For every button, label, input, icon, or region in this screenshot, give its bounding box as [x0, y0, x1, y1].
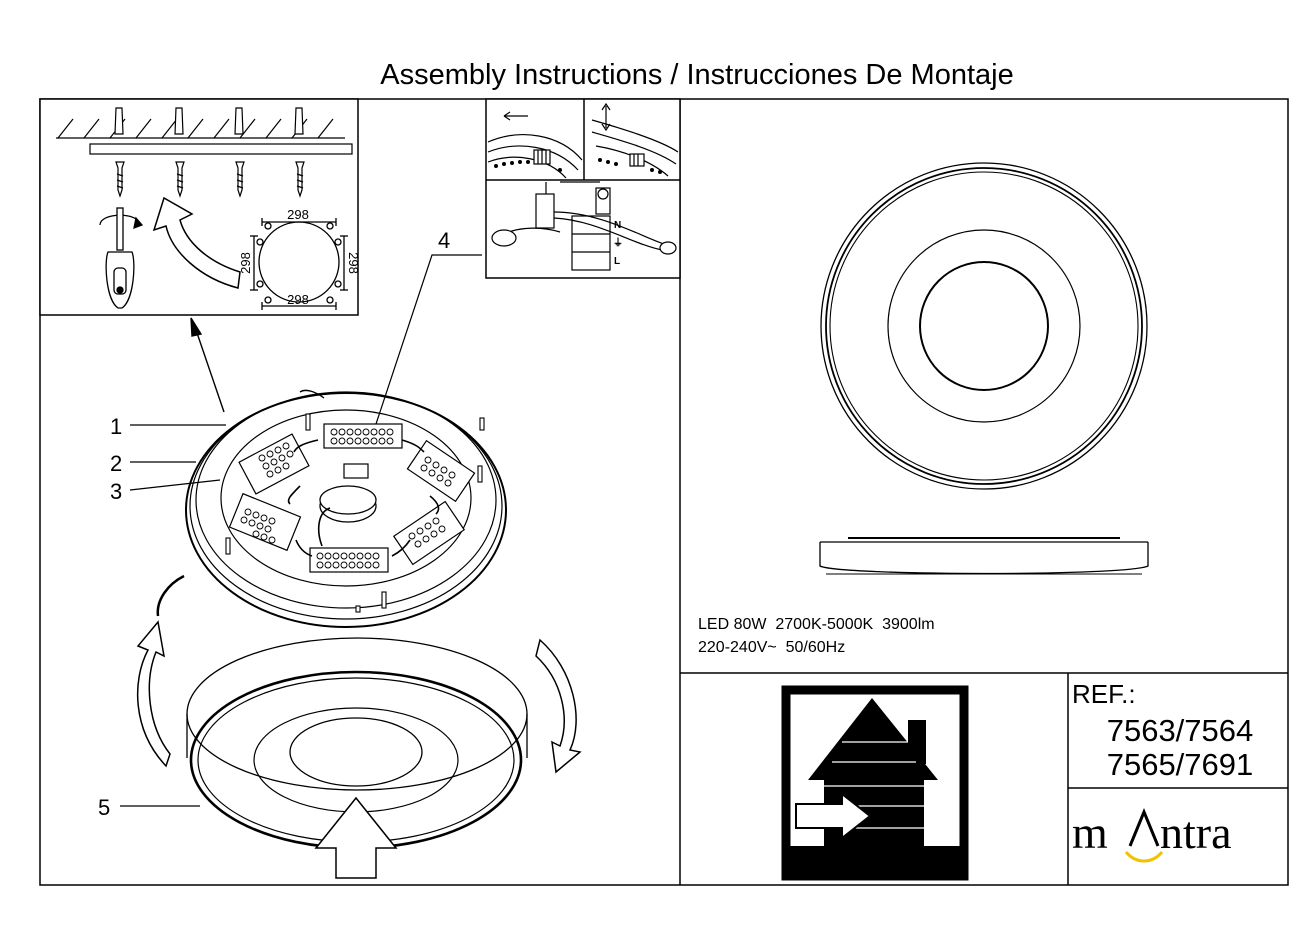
callout-2: 2 — [110, 451, 122, 476]
hole-pattern-diagram — [250, 218, 348, 310]
callout-4: 4 — [438, 228, 450, 253]
callout-1: 1 — [110, 414, 122, 439]
dimension-right: 298 — [346, 252, 361, 274]
curved-arrow-icon — [152, 196, 241, 289]
ref-label: REF.: — [1072, 679, 1136, 709]
dimension-left: 298 — [238, 252, 253, 274]
svg-text:ntra: ntra — [1160, 807, 1232, 858]
terminal-l: L — [614, 256, 620, 267]
diffuser-part — [186, 637, 528, 879]
enter-arrow-icon — [795, 791, 872, 841]
spec-line-voltage: 220-240V~ 50/60Hz — [698, 639, 845, 656]
indoor-use-icon — [781, 685, 969, 881]
wall-plugs — [114, 107, 304, 135]
fixture-top-view — [820, 162, 1148, 490]
dimension-top: 298 — [287, 207, 309, 222]
terminal-e: ⏚ — [613, 237, 623, 249]
spec-line-power: LED 80W 2700K-5000K 3900lm — [698, 616, 935, 633]
mounting-plate — [89, 143, 353, 155]
callout-leaders — [120, 254, 482, 807]
screws — [115, 161, 305, 198]
ref-codes-line1: 7563/7564 — [1107, 713, 1254, 748]
brand-logo: m ntra — [1072, 807, 1232, 863]
inset-pointer-arrow — [190, 317, 225, 413]
ref-codes-line2: 7565/7691 — [1107, 747, 1254, 782]
wiring-inset: N ⏚ L — [485, 98, 681, 279]
rotation-arrow-icons — [136, 620, 582, 774]
callout-5: 5 — [98, 795, 110, 820]
ceiling-mount-inset: 298 298 298 298 — [39, 98, 361, 316]
brand-logo-wordmark: m — [1072, 807, 1108, 858]
callout-3: 3 — [110, 479, 122, 504]
page-title: Assembly Instructions / Instrucciones De… — [380, 59, 1013, 91]
push-arrow-icon — [314, 796, 398, 879]
dimension-bottom: 298 — [287, 292, 309, 307]
fixture-side-view — [819, 537, 1149, 575]
terminal-n: N — [614, 220, 621, 231]
exploded-fixture-view — [156, 389, 507, 628]
screwdriver-icon — [99, 207, 144, 309]
